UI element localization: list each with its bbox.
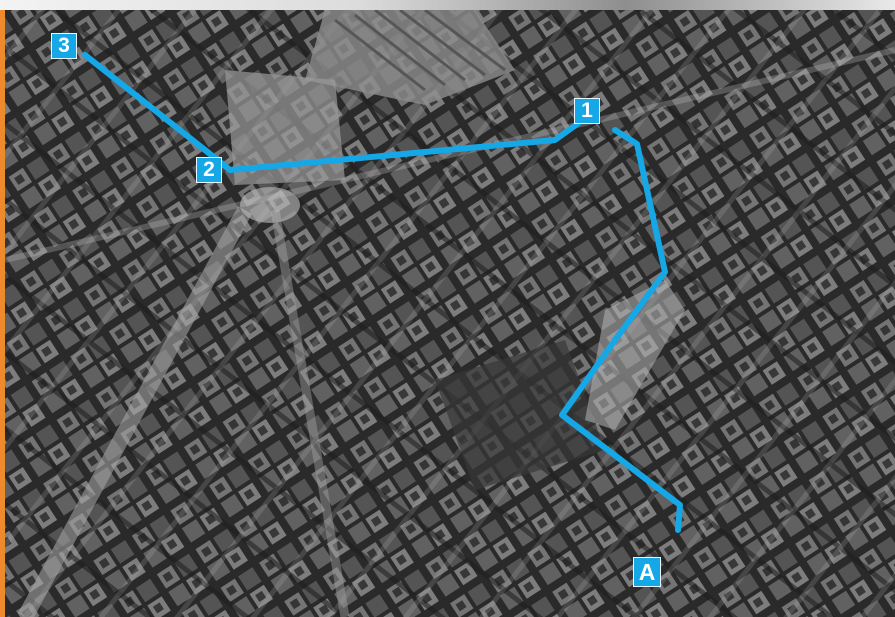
top-edge-strip — [0, 0, 895, 10]
route-marker-start-a[interactable]: A — [633, 557, 661, 587]
satellite-map[interactable] — [5, 10, 895, 617]
route-marker-1[interactable]: 1 — [574, 98, 600, 124]
route-path — [82, 52, 683, 533]
satellite-imagery-layer — [5, 10, 895, 617]
route-marker-2[interactable]: 2 — [196, 157, 222, 183]
route-marker-3[interactable]: 3 — [51, 33, 77, 59]
orange-edge-bar — [0, 10, 5, 617]
